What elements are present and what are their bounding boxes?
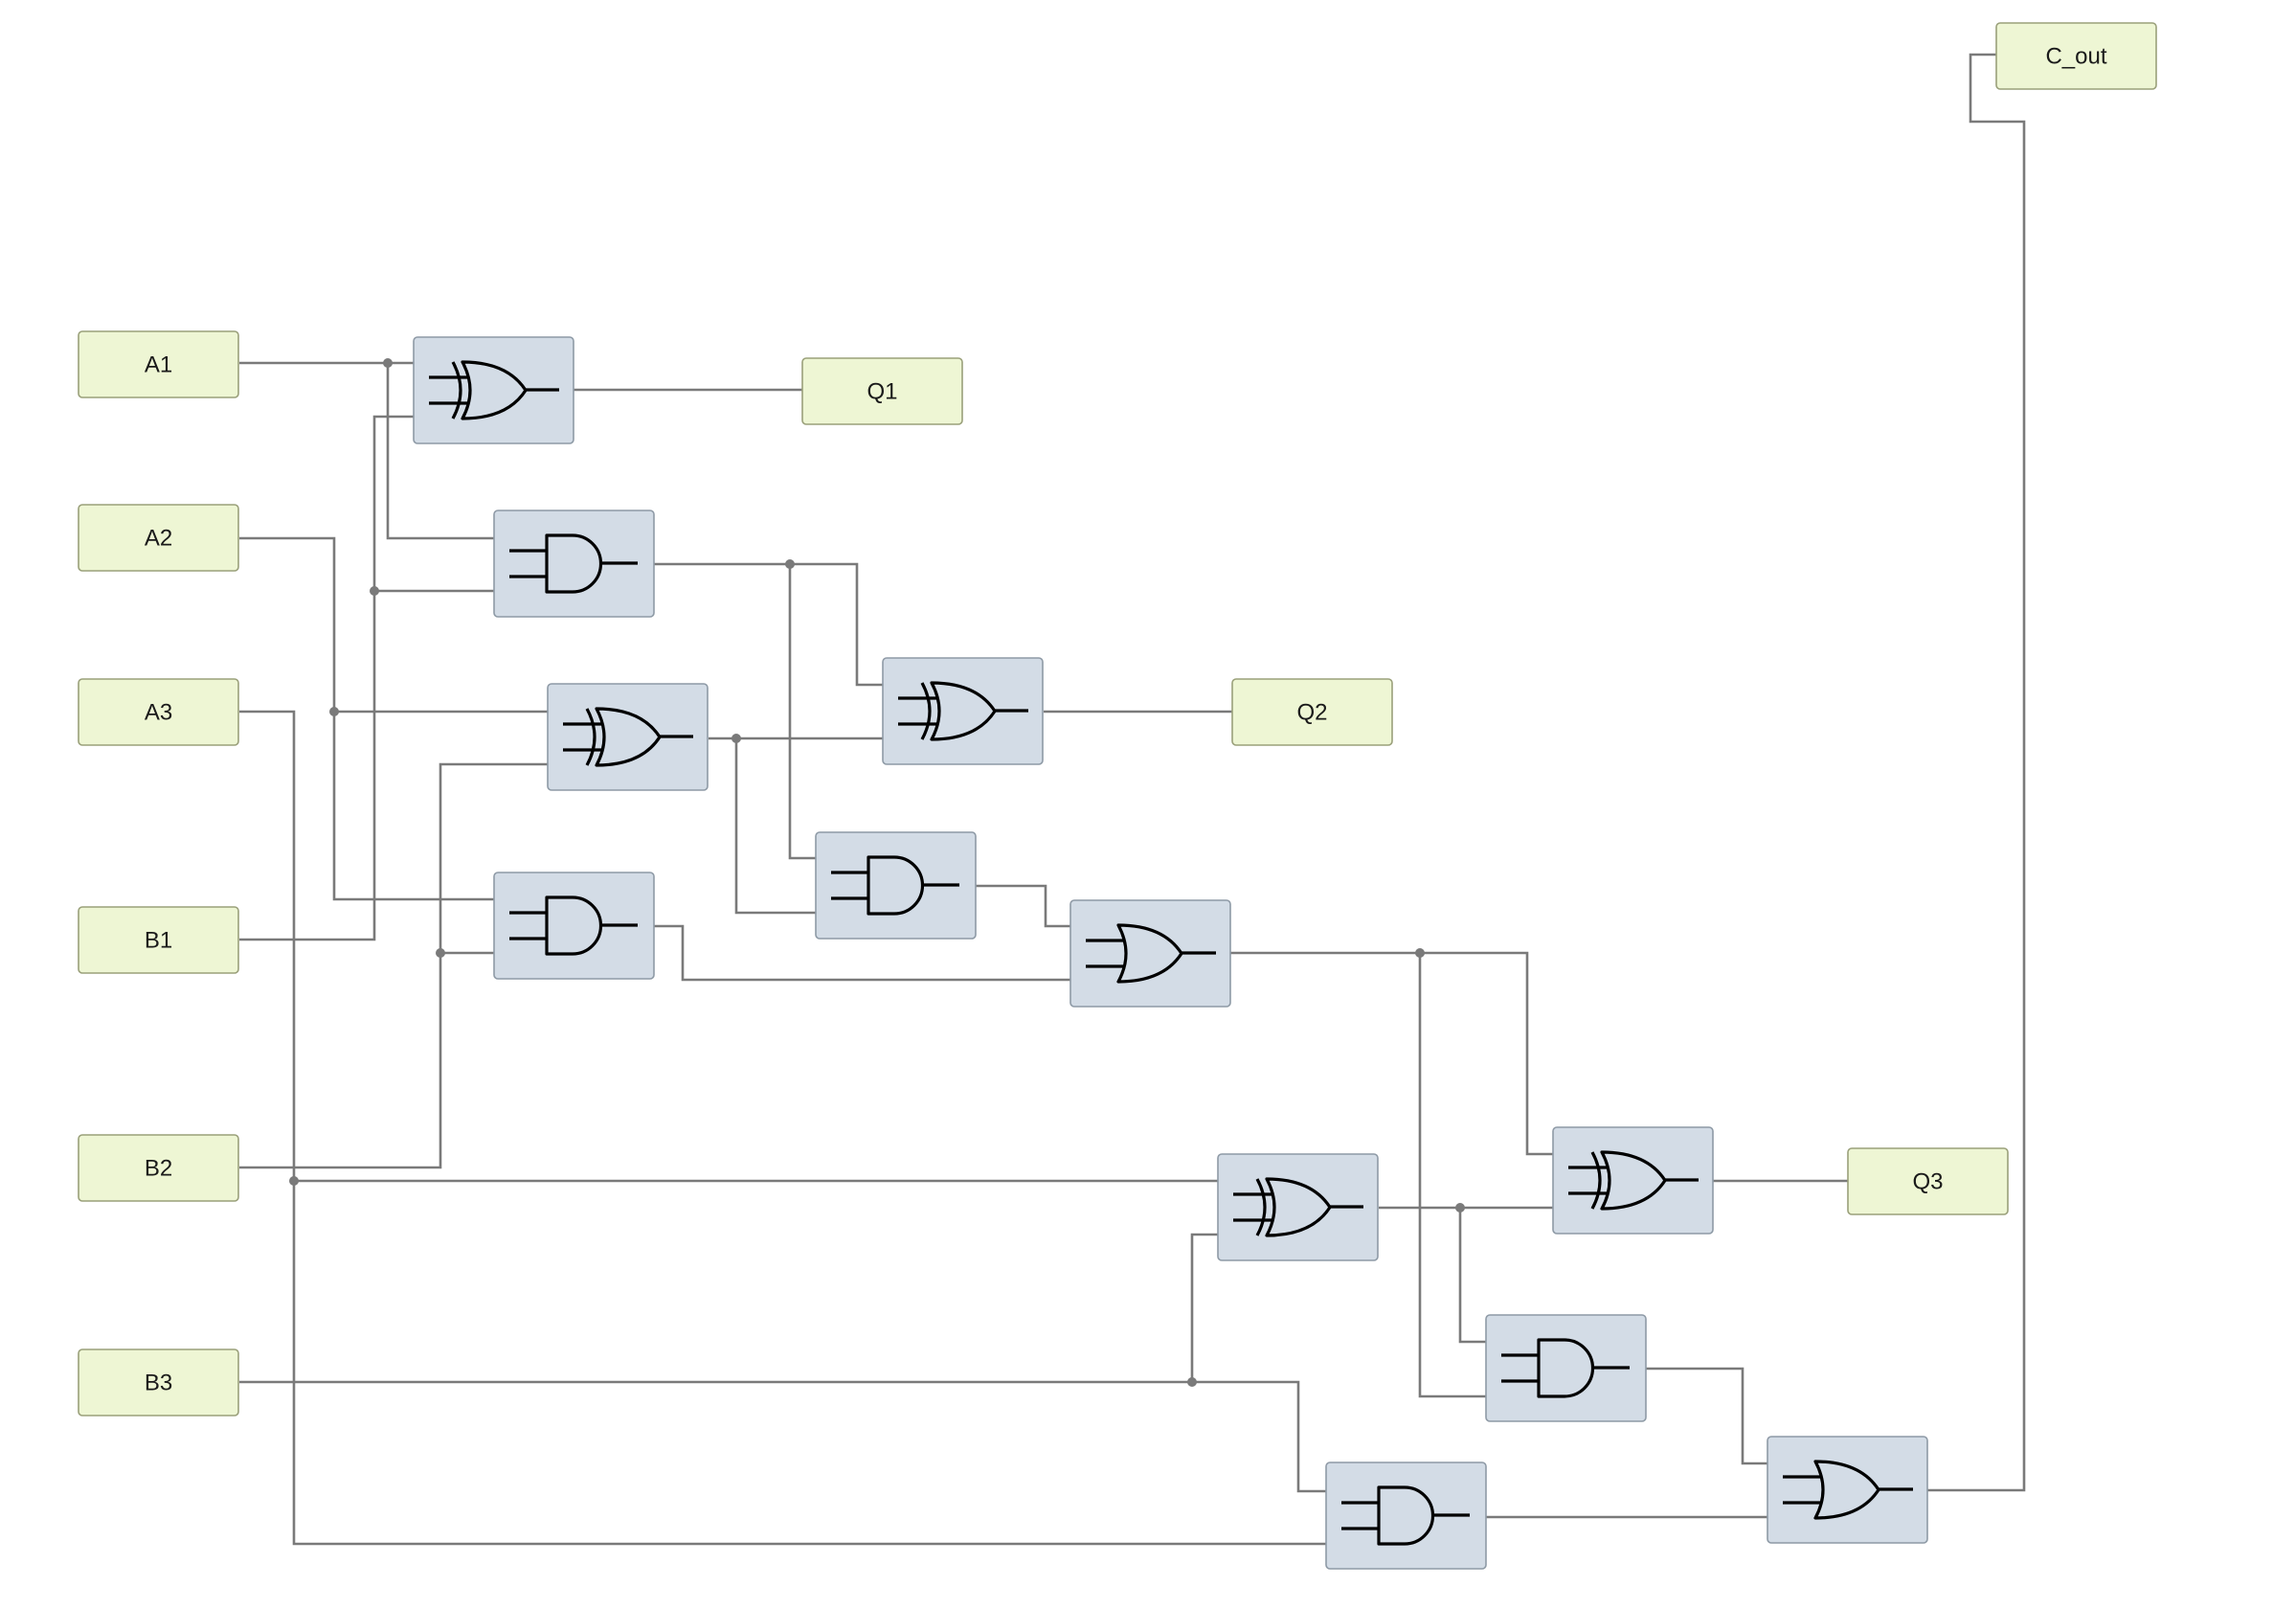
junction-dot [1187, 1377, 1197, 1387]
wire-and4-or2 [1646, 1367, 1768, 1465]
input-node-b1[interactable]: B1 [78, 906, 239, 974]
junction-dot [785, 559, 795, 569]
input-label: B2 [145, 1156, 172, 1182]
wire-and1-xor3 [654, 562, 886, 687]
wire-and1-and3 [788, 564, 819, 860]
wire-a1-and1 [386, 363, 498, 540]
wire-xor2-and3 [734, 738, 819, 915]
gate-xor-5[interactable] [1217, 1153, 1379, 1261]
output-label: C_out [2045, 44, 2106, 70]
wire-or1-xor4 [1230, 951, 1555, 1156]
input-node-a2[interactable]: A2 [78, 504, 239, 572]
junction-dot [329, 707, 339, 716]
gate-xor-3[interactable] [882, 657, 1044, 765]
gate-xor-2[interactable] [547, 683, 709, 791]
wire-b2-xor2 [239, 762, 552, 1169]
gate-and-5[interactable] [1325, 1462, 1487, 1570]
output-node-q2[interactable]: Q2 [1231, 678, 1393, 746]
junction-dot [289, 1176, 299, 1186]
wires [239, 53, 2026, 1546]
gate-or-2[interactable] [1767, 1436, 1928, 1544]
gate-xor-4[interactable] [1552, 1126, 1714, 1235]
wire-a2-and2 [239, 536, 498, 901]
wire-b3-and5 [239, 1380, 1329, 1493]
wire-xor5-and4 [1458, 1208, 1488, 1344]
output-node-q1[interactable]: Q1 [801, 357, 963, 425]
wire-or2-cout [1926, 53, 2026, 1492]
gate-and-2[interactable] [493, 872, 655, 980]
wire-a3-and5 [239, 710, 1329, 1546]
input-node-b2[interactable]: B2 [78, 1134, 239, 1202]
input-node-a1[interactable]: A1 [78, 330, 239, 398]
wire-and2-or1 [654, 924, 1072, 982]
output-label: Q1 [867, 379, 897, 405]
input-label: A3 [145, 700, 172, 726]
gate-and-1[interactable] [493, 510, 655, 618]
gate-and-3[interactable] [815, 831, 977, 940]
output-label: Q2 [1296, 700, 1327, 726]
junction-dot [383, 358, 393, 368]
junction-dot [436, 948, 445, 958]
junction-dot [370, 586, 379, 596]
junction-dot [732, 734, 741, 743]
input-label: A1 [145, 352, 172, 378]
junction-dot [1455, 1203, 1465, 1212]
wire-b1-xor1 [239, 415, 416, 941]
junctions [289, 358, 1465, 1387]
wire-b3-xor5 [1190, 1233, 1221, 1382]
wire-and3-or1 [976, 884, 1072, 928]
output-node-q3[interactable]: Q3 [1847, 1147, 2009, 1215]
input-label: A2 [145, 526, 172, 552]
input-label: B3 [145, 1371, 172, 1396]
input-node-b3[interactable]: B3 [78, 1348, 239, 1416]
input-label: B1 [145, 928, 172, 954]
gate-xor-1[interactable] [413, 336, 574, 444]
input-node-a3[interactable]: A3 [78, 678, 239, 746]
junction-dot [1415, 948, 1425, 958]
output-node-c-out[interactable]: C_out [1995, 22, 2157, 90]
gate-or-1[interactable] [1069, 899, 1231, 1008]
output-label: Q3 [1912, 1169, 1943, 1195]
wire-or1-and4 [1418, 953, 1488, 1398]
gate-and-4[interactable] [1485, 1314, 1647, 1422]
